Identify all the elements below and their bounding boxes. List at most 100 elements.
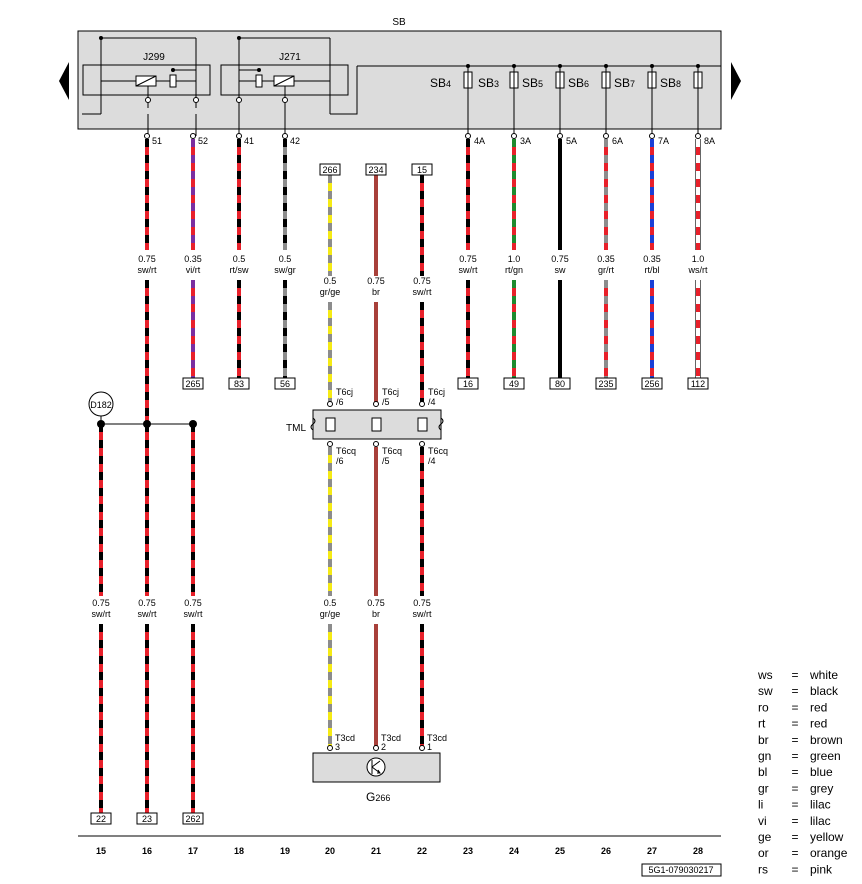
wire-reference-box xyxy=(365,163,387,176)
wire-color-code: gr/ge xyxy=(320,287,341,297)
legend-code: sw xyxy=(758,684,773,698)
wire-reference: 83 xyxy=(234,379,244,389)
wire-gauge: 0.75 xyxy=(138,254,156,264)
legend-code: gn xyxy=(758,749,771,763)
column-number: 26 xyxy=(601,846,611,856)
legend-equals: = xyxy=(791,798,798,812)
wire-reference-box xyxy=(687,377,709,390)
wire-reference-box xyxy=(411,163,433,176)
terminal-pin: 2 xyxy=(381,742,386,752)
terminal-label: T3cd xyxy=(427,733,447,743)
relay-label-j271: J271 xyxy=(279,52,301,63)
sensor-g266: G266 xyxy=(312,752,441,804)
legend-color-name: yellow xyxy=(810,830,844,844)
pin-dot xyxy=(419,401,425,407)
pin-dot xyxy=(236,133,242,139)
top-pin-label: 5A xyxy=(566,136,577,146)
connector-pin: /6 xyxy=(336,456,344,466)
wire-gauge: 0.75 xyxy=(138,598,156,608)
pin-dot xyxy=(373,401,379,407)
wire-color-code: sw/rt xyxy=(138,609,157,619)
wire-reference: 235 xyxy=(598,379,613,389)
connector-pin: /4 xyxy=(428,456,436,466)
legend-equals: = xyxy=(791,814,798,828)
relay-label-j299: J299 xyxy=(143,52,165,63)
pin-dot xyxy=(282,133,288,139)
top-pin-label: 42 xyxy=(290,136,300,146)
legend-color-name: red xyxy=(810,700,827,714)
wire-gauge: 0.5 xyxy=(324,598,337,608)
wire-reference: 256 xyxy=(644,379,659,389)
column-number: 18 xyxy=(234,846,244,856)
legend-equals: = xyxy=(791,668,798,682)
wire-reference-box xyxy=(90,812,112,825)
wire-color-code: gr/ge xyxy=(320,609,341,619)
fuse-label: SB8 xyxy=(660,76,681,90)
top-pin-label: 3A xyxy=(520,136,531,146)
pin-dot xyxy=(511,133,517,139)
wire-reference: 266 xyxy=(322,165,337,175)
legend-color-name: grey xyxy=(810,781,833,795)
legend-code: rs xyxy=(758,862,768,876)
legend-code: vi xyxy=(758,814,767,828)
terminal-pin: 3 xyxy=(335,742,340,752)
fuse-label: SB4 xyxy=(430,76,451,90)
legend-code: bl xyxy=(758,765,767,779)
top-pin-label: 8A xyxy=(704,136,715,146)
wire-reference-box xyxy=(182,377,204,390)
column-number: 22 xyxy=(417,846,427,856)
wire-gauge: 0.5 xyxy=(233,254,246,264)
connector-pin: /5 xyxy=(382,397,390,407)
legend-color-name: blue xyxy=(810,765,833,779)
wire-reference-box xyxy=(319,163,341,176)
wire-reference-box xyxy=(182,812,204,825)
connector-label: T6cq xyxy=(382,446,402,456)
legend-equals: = xyxy=(791,765,798,779)
pin-dot xyxy=(695,133,701,139)
splice-label: D182 xyxy=(90,400,112,410)
legend-equals: = xyxy=(791,684,798,698)
wire-color-code: br xyxy=(372,609,380,619)
fuse-label: SB7 xyxy=(614,76,635,90)
fuse-label: SB5 xyxy=(522,76,543,90)
terminal-label: T3cd xyxy=(381,733,401,743)
wire-reference: 56 xyxy=(280,379,290,389)
wire-reference-box xyxy=(641,377,663,390)
wire-reference: 23 xyxy=(142,814,152,824)
legend-color-name: black xyxy=(810,684,839,698)
pin-dot xyxy=(373,441,379,447)
wire-gauge: 0.75 xyxy=(367,276,385,286)
connector-label: T6cj xyxy=(382,387,399,397)
fuse-junction xyxy=(512,64,516,68)
fuse-junction xyxy=(558,64,562,68)
legend-equals: = xyxy=(791,733,798,747)
wire-color-code: sw/rt xyxy=(138,265,157,275)
fuse-junction xyxy=(466,64,470,68)
splice-d182: D182 xyxy=(88,391,197,428)
legend-code: gr xyxy=(758,781,769,795)
connector-label: T6cj xyxy=(428,387,445,397)
legend-code: or xyxy=(758,846,769,860)
wire-color-code: sw/rt xyxy=(459,265,478,275)
column-number: 20 xyxy=(325,846,335,856)
top-pin-label: 51 xyxy=(152,136,162,146)
wire-color-code: vi/rt xyxy=(186,265,201,275)
wire-gauge: 0.75 xyxy=(551,254,569,264)
wire-reference-box xyxy=(457,377,479,390)
wire-color-code: rt/sw xyxy=(230,265,249,275)
column-number: 24 xyxy=(509,846,519,856)
column-number: 15 xyxy=(96,846,106,856)
fuse-relay-panel: SB xyxy=(59,17,741,130)
legend-equals: = xyxy=(791,862,798,876)
legend-equals: = xyxy=(791,700,798,714)
pin-dot xyxy=(327,745,333,751)
continuation-arrow-left-icon xyxy=(59,62,69,100)
legend-code: ws xyxy=(757,668,773,682)
connector-block-tml: TML xyxy=(286,409,444,440)
wire-gauge: 0.75 xyxy=(459,254,477,264)
legend-color-name: lilac xyxy=(810,798,831,812)
wire-reference-box xyxy=(503,377,525,390)
wire-color-code: gr/rt xyxy=(598,265,615,275)
relay-j299: J299 xyxy=(82,36,211,136)
legend-color-name: green xyxy=(810,749,841,763)
